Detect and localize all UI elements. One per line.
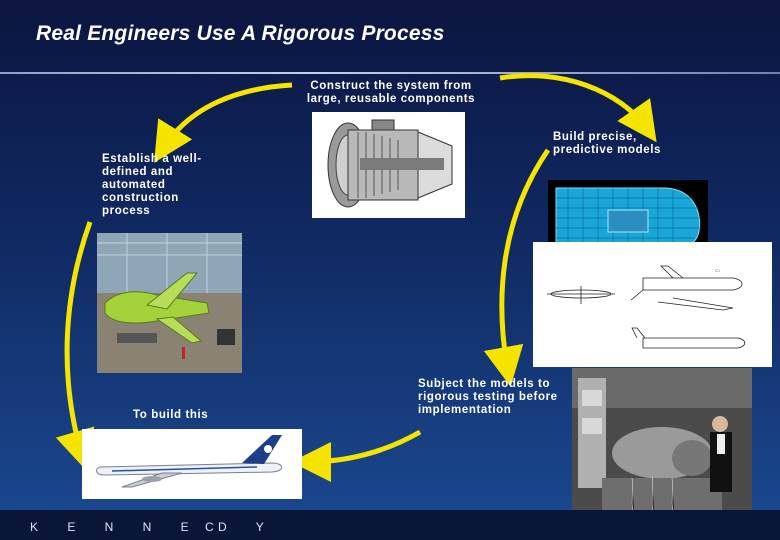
arrow-to-product	[291, 429, 422, 482]
jet-engine-image	[312, 112, 465, 218]
airliner-image	[82, 429, 302, 499]
caption-build: To build this	[133, 409, 209, 421]
arrow-to-models	[499, 73, 657, 143]
arrow-to-testing	[483, 148, 551, 387]
slide-title: Real Engineers Use A Rigorous Process	[36, 22, 445, 45]
title-divider	[0, 72, 780, 74]
footer-bar	[0, 510, 780, 540]
footer-brand: K E N N E D Y	[30, 520, 277, 534]
arrow-to-construct	[154, 82, 293, 163]
assembly-hangar-image	[97, 233, 242, 373]
svg-text:▭: ▭	[715, 268, 720, 274]
caption-construct: Construct the system from large, reusabl…	[306, 80, 476, 105]
footer-brand-tail: C	[205, 520, 214, 534]
caption-predictive: Build precise, predictive models	[553, 131, 661, 156]
testing-lab-image	[572, 368, 752, 513]
caption-testing: Subject the models to rigorous testing b…	[418, 378, 558, 416]
arrow-to-establish	[55, 221, 95, 471]
caption-establish: Establish a well-defined and automated c…	[102, 153, 202, 217]
aircraft-drawing-image: ▭	[533, 242, 772, 367]
